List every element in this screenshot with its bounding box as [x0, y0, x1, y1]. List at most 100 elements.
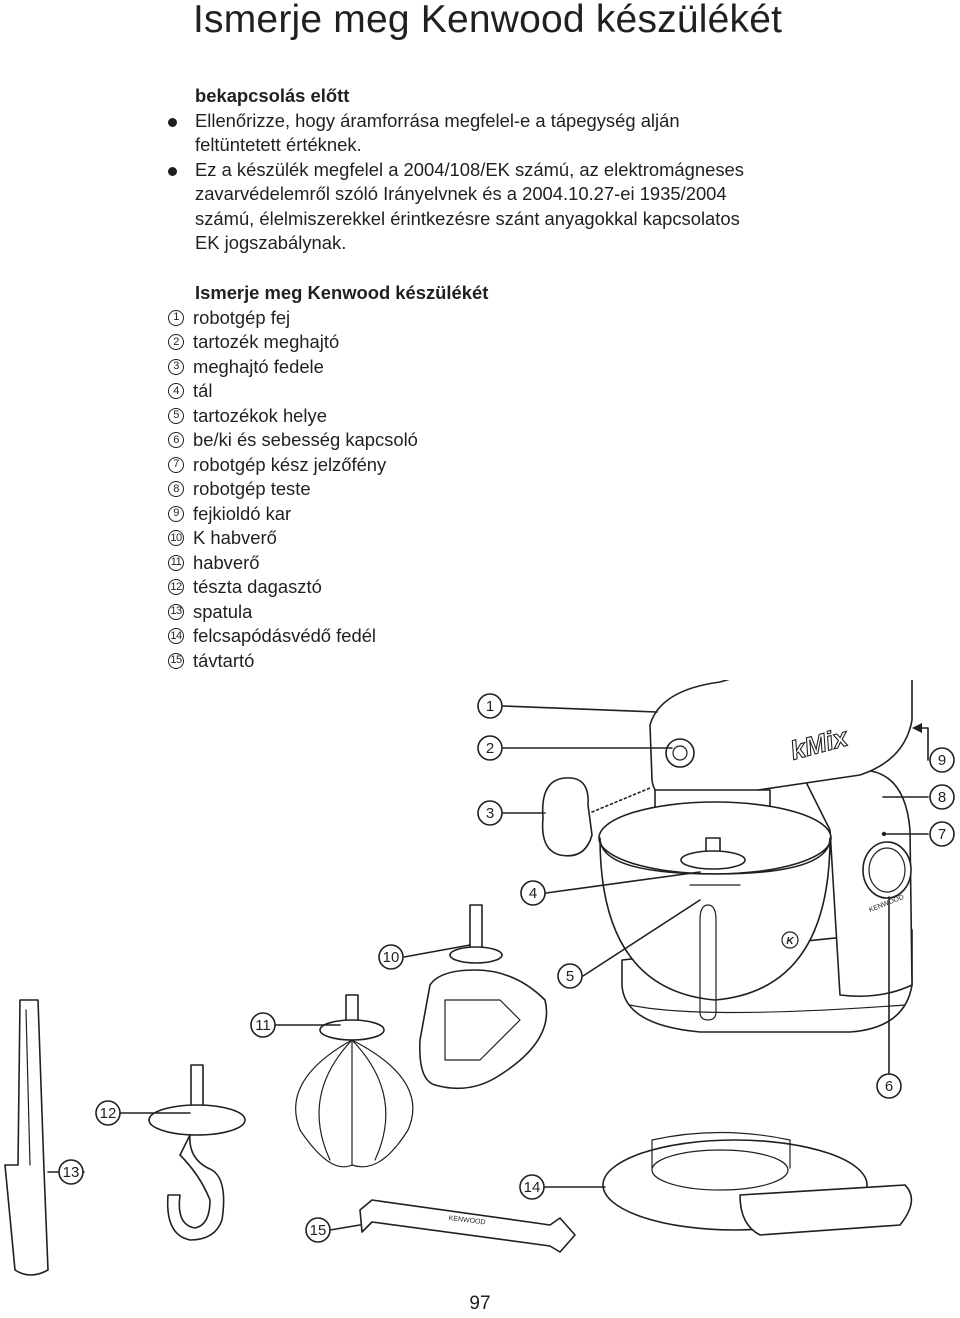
part-label: spatula: [193, 600, 253, 622]
parts-heading: Ismerje meg Kenwood készülékét: [195, 282, 489, 303]
part-number-badge: 13: [168, 603, 184, 620]
callout-number: 4: [529, 885, 537, 902]
callout-circle: [95, 1100, 121, 1126]
list-item: Ellenőrizze, hogy áramforrása megfelel-e…: [168, 109, 755, 158]
callout-number: 15: [310, 1222, 327, 1239]
part-number-badge: 9: [168, 505, 184, 522]
part-label: robotgép kész jelzőfény: [193, 453, 387, 475]
callout-number: 7: [938, 826, 946, 843]
callout-2: 2: [477, 735, 503, 761]
callout-1: 1: [477, 693, 503, 719]
mixer-diagram: KENWOOD kMix K: [4, 680, 955, 1276]
callout-number: 8: [938, 789, 946, 806]
callout-circle: [520, 880, 546, 906]
part-number-badge: 8: [168, 481, 184, 498]
part-label: tartozék meghajtó: [193, 331, 340, 352]
spanner-brand-logo: KENWOOD: [448, 1215, 486, 1226]
callout-number: 12: [100, 1105, 117, 1122]
callout-9: 9: [929, 747, 955, 773]
part-number-badge: 11: [168, 554, 184, 571]
callout-14: 14: [519, 1174, 545, 1200]
part-number-badge: 1: [168, 309, 184, 326]
callout-number: 5: [566, 968, 574, 985]
callout-13: 13: [58, 1159, 84, 1185]
parts-list-item: 10 K habverő: [168, 526, 488, 551]
bowl-logo: K: [786, 936, 794, 947]
callout-number: 1: [486, 698, 494, 715]
part-label: távtartó: [193, 649, 255, 671]
callout-8: 8: [929, 784, 955, 810]
bullet-dot-icon: [168, 166, 177, 176]
callout-circle: [58, 1159, 84, 1185]
callout-number: 13: [63, 1164, 80, 1181]
callout-circle: [519, 1174, 545, 1200]
splash-guard-attachment: [602, 1131, 913, 1236]
part-number-badge: 4: [168, 383, 184, 400]
page-title: Ismerje meg Kenwood készülékét: [193, 0, 783, 41]
part-label: habverő: [193, 551, 260, 573]
callout-number: 6: [885, 1078, 893, 1095]
callout-circle: [929, 784, 955, 810]
callout-lines: [47, 705, 929, 1231]
spanner-attachment: KENWOOD: [359, 1199, 576, 1253]
callout-circle: [305, 1217, 331, 1243]
part-number-badge: 14: [168, 628, 184, 645]
callout-circle: [378, 944, 404, 970]
part-number-badge: 5: [168, 407, 184, 424]
callout-circle: [477, 735, 503, 761]
part-number-badge: 6: [168, 432, 184, 449]
part-number-badge: 12: [168, 579, 184, 596]
part-label: felcsapódásvédő fedél: [193, 625, 377, 646]
parts-section: Ismerje meg Kenwood készülékét 1 robotgép…: [168, 281, 488, 673]
part-label: be/ki és sebesség kapcsoló: [193, 429, 418, 450]
callout-10: 10: [378, 944, 404, 970]
parts-list-item: 15 távtartó: [168, 649, 488, 674]
part-number-badge: 10: [168, 530, 184, 547]
callout-number: 11: [255, 1017, 271, 1034]
whisk-attachment: [295, 994, 414, 1168]
callout-circle: [477, 800, 503, 826]
parts-list-item: 3 meghajtó fedele: [168, 355, 488, 380]
part-number-badge: 7: [168, 456, 184, 473]
callout-4: 4: [520, 880, 546, 906]
list-item: Ez a készülék megfelel a 2004/108/EK szá…: [168, 158, 755, 256]
part-label: meghajtó fedele: [193, 355, 324, 377]
mixer-body: KENWOOD kMix K: [541, 680, 913, 1033]
callout-number: 10: [383, 949, 400, 966]
callout-12: 12: [95, 1100, 121, 1126]
callout-circle: [876, 1073, 902, 1099]
k-beater-attachment: [418, 904, 548, 1090]
callout-3: 3: [477, 800, 503, 826]
parts-list-item: 11 habverő: [168, 551, 488, 576]
spatula-attachment: [4, 999, 49, 1276]
callout-number: 9: [938, 752, 946, 769]
parts-list-item: 7 robotgép kész jelzőfény: [168, 453, 488, 478]
before-use-list: Ellenőrizze, hogy áramforrása megfelel-e…: [168, 109, 755, 256]
callout-circle: [929, 747, 955, 773]
callout-number: 2: [486, 740, 494, 757]
part-label: K habverő: [193, 527, 277, 548]
callout-number: 14: [524, 1179, 541, 1196]
part-number-badge: 3: [168, 358, 184, 375]
callout-5: 5: [557, 963, 583, 989]
parts-list-item: 5 tartozékok helye: [168, 404, 488, 429]
before-use-heading: bekapcsolás előtt: [195, 85, 350, 106]
part-label: tészta dagasztó: [193, 576, 322, 597]
parts-list-item: 14 felcsapódásvédő fedél: [168, 624, 488, 649]
part-label: tartozékok helye: [193, 404, 327, 426]
callout-15: 15: [305, 1217, 331, 1243]
callout-7: 7: [929, 821, 955, 847]
callout-number: 3: [486, 805, 494, 822]
callout-11: 11: [250, 1012, 276, 1038]
part-label: robotgép fej: [193, 306, 291, 328]
parts-list-item: 6 be/ki és sebesség kapcsoló: [168, 428, 488, 453]
part-number-badge: 15: [168, 652, 184, 669]
page-number: 97: [469, 1293, 491, 1314]
bullet-dot-icon: [168, 117, 177, 127]
callout-6: 6: [876, 1073, 902, 1099]
head-logo: kMix: [787, 721, 852, 765]
